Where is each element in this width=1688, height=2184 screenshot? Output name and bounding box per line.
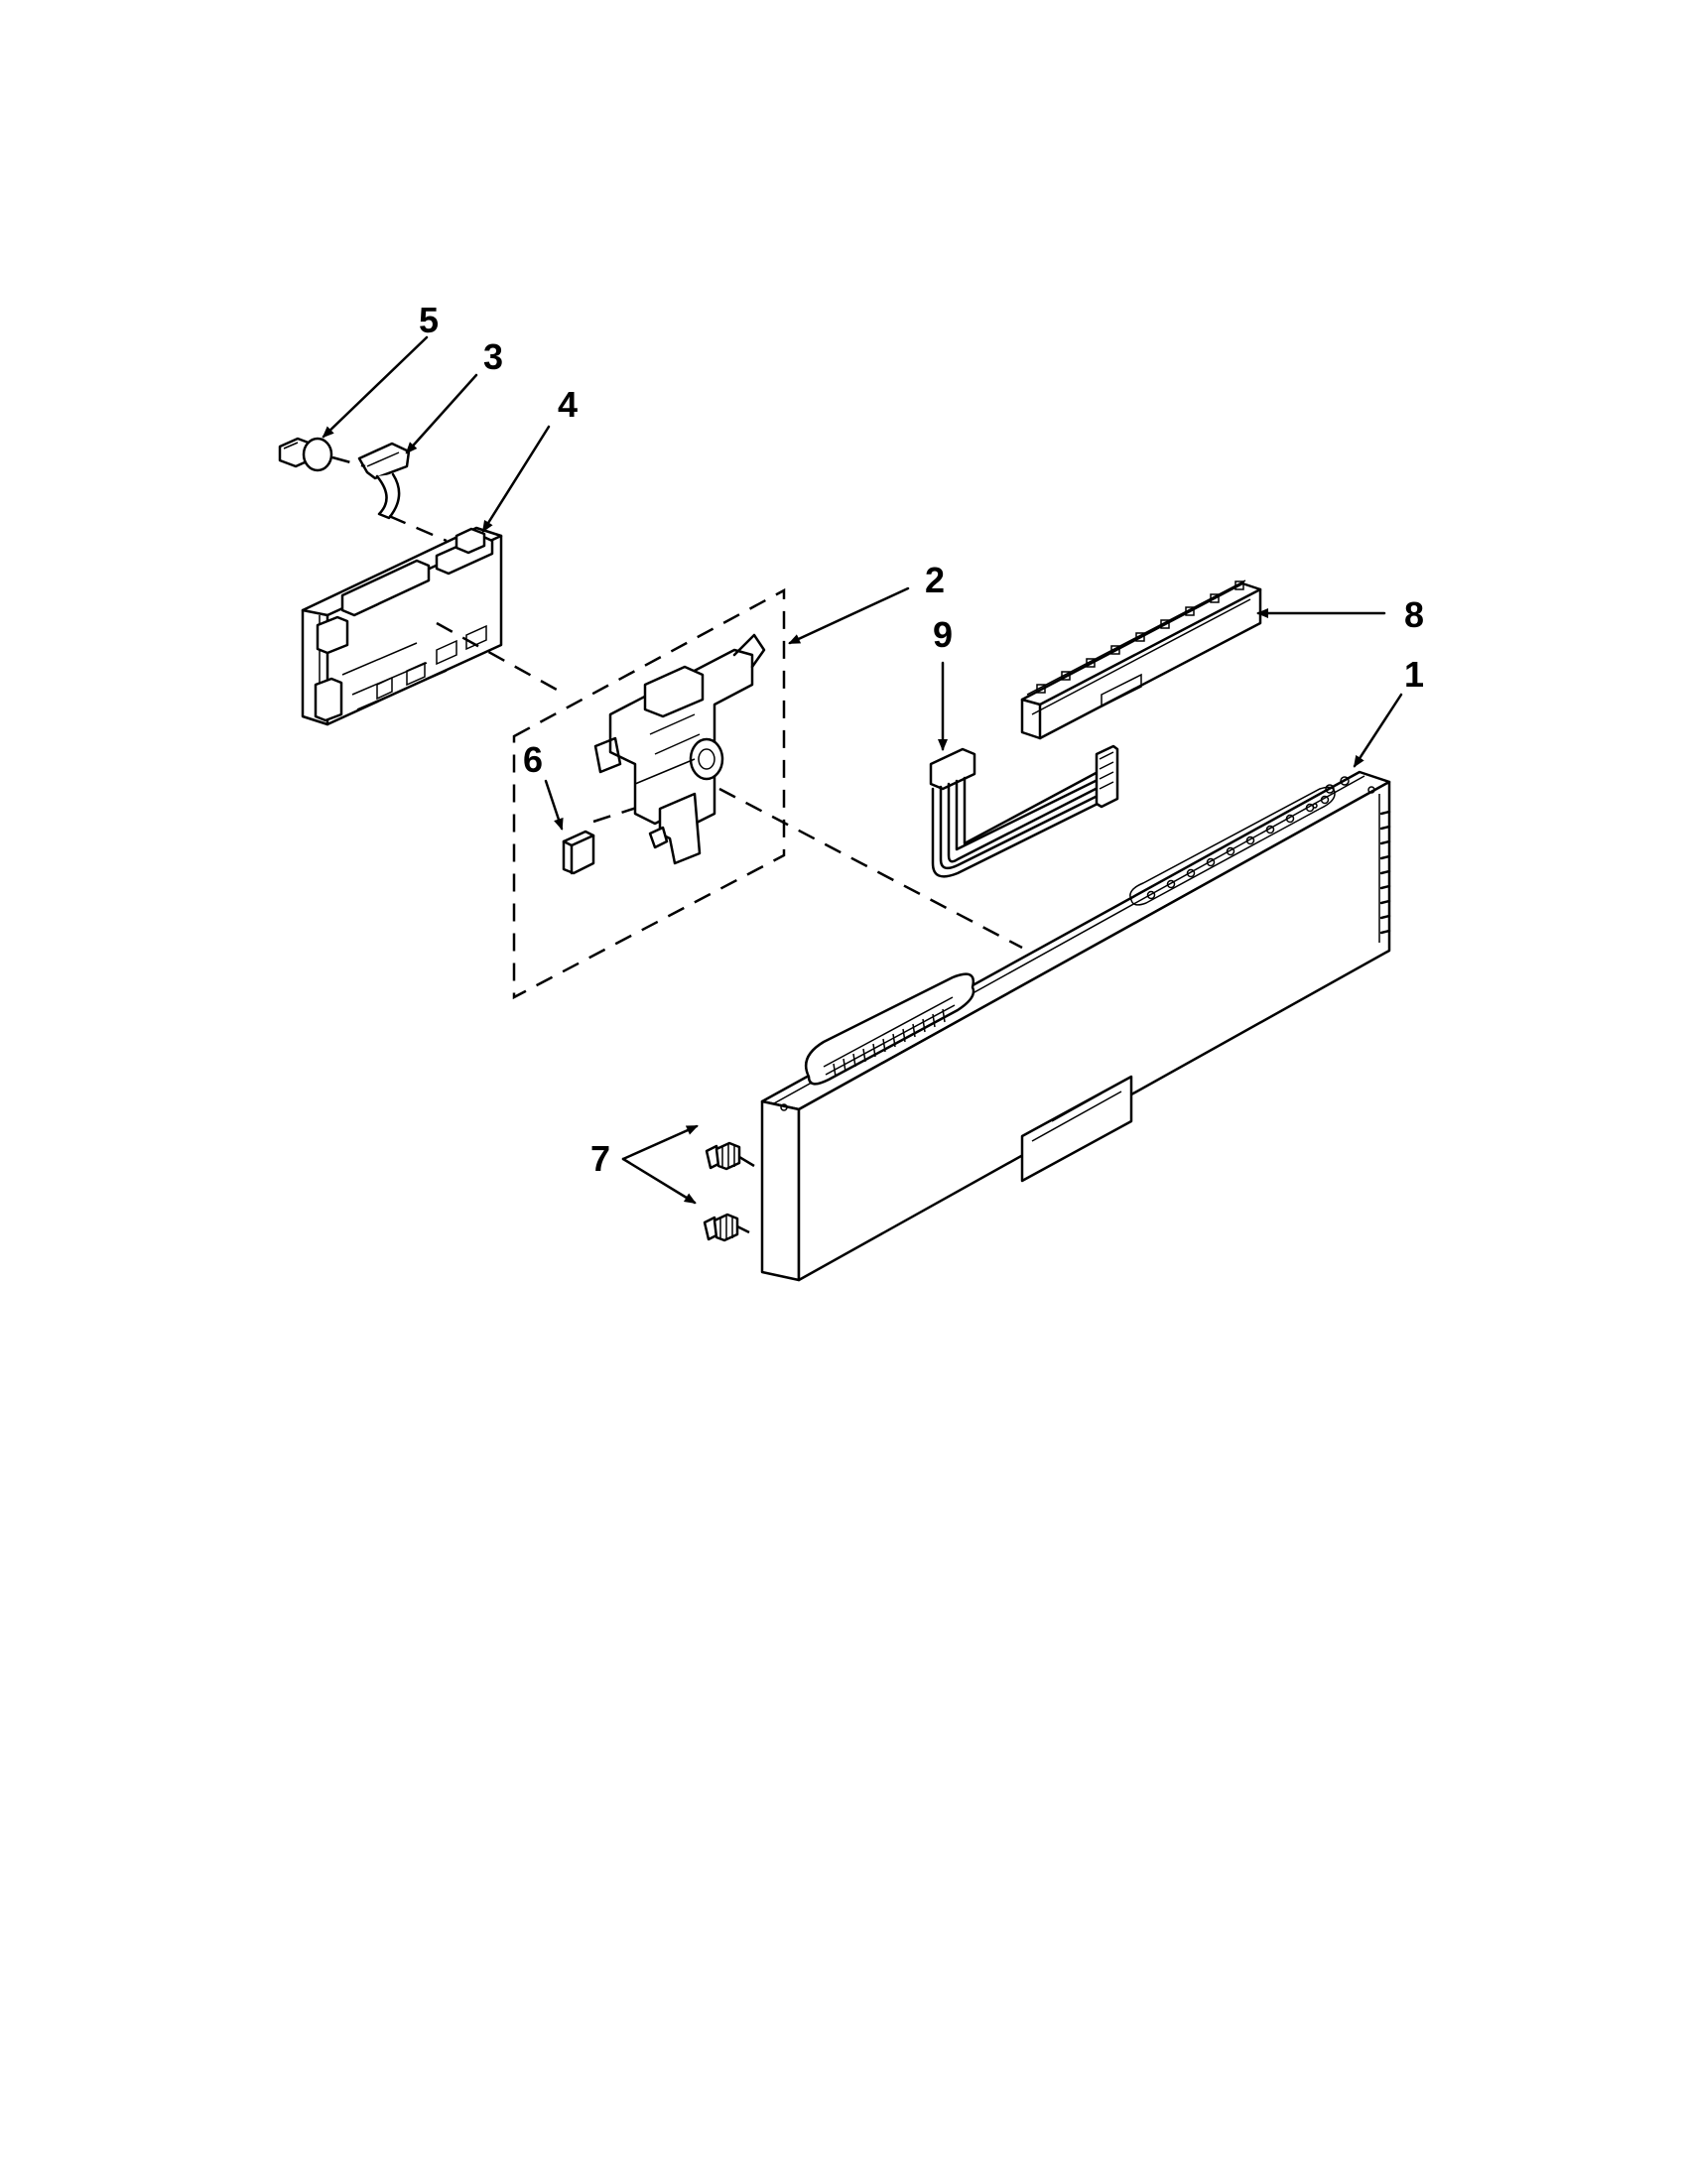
guide-7a	[728, 1149, 755, 1168]
callout-7: 7	[590, 1138, 610, 1179]
leader-4	[481, 425, 551, 533]
callout-5: 5	[419, 300, 439, 340]
guide-5-3	[331, 455, 366, 468]
part-7-screw-lower	[703, 1213, 739, 1242]
callout-1: 1	[1404, 654, 1424, 695]
leader-7b	[621, 1157, 697, 1205]
callout-6: 6	[523, 739, 543, 780]
part-9-ribbon-cable	[929, 744, 1119, 878]
part-3-clip	[357, 442, 411, 520]
guide-4-2	[436, 621, 567, 697]
leader-2	[788, 586, 910, 645]
guide-3-4	[388, 514, 448, 543]
leader-7a	[621, 1124, 699, 1161]
part-4-control-board	[301, 526, 503, 726]
leader-1	[1353, 693, 1403, 768]
part-1-control-panel	[760, 770, 1391, 1282]
leader-6	[544, 779, 564, 831]
leader-3	[405, 373, 478, 454]
part-6-switch	[562, 830, 595, 875]
guide-6-2	[592, 800, 656, 824]
callout-3: 3	[483, 336, 503, 377]
guide-2-1	[718, 787, 1023, 950]
part-8-ui-board	[1020, 579, 1262, 740]
callout-2: 2	[925, 560, 945, 600]
part-2-housing	[593, 633, 766, 865]
callout-9: 9	[933, 614, 953, 655]
callout-8: 8	[1404, 594, 1424, 635]
part-7-screw-upper	[705, 1141, 741, 1171]
leader-5	[322, 335, 429, 439]
part-5-sensor	[278, 437, 333, 472]
callout-4: 4	[558, 384, 578, 425]
guide-7b	[728, 1220, 750, 1234]
part-2-assembly-box	[512, 587, 786, 1000]
callout-leaders	[322, 335, 1403, 1205]
